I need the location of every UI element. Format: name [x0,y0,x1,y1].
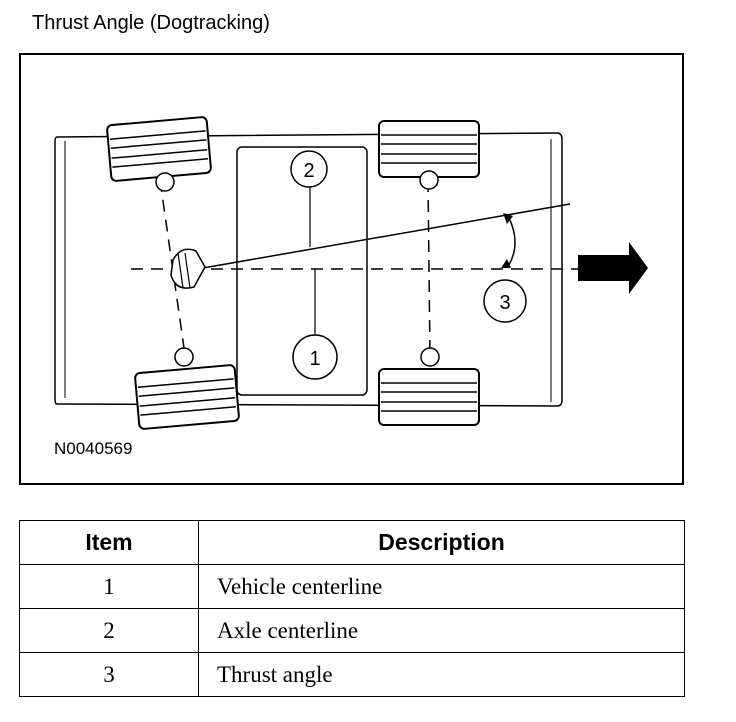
table-row: 2 Axle centerline [19,608,685,653]
angle-arc [508,217,516,266]
legend-header-row: Item Description [19,520,685,565]
svg-text:2: 2 [303,160,314,182]
header-item: Item [19,520,199,565]
row-item: 3 [19,652,199,697]
differential [170,248,206,289]
row-item: 1 [19,564,199,609]
row-description: Axle centerline [198,608,685,653]
diagram-frame: 2 1 3 N0040569 [19,53,684,485]
vehicle-body-outline [54,132,563,407]
header-description: Description [198,520,685,565]
rear-right-tire [133,363,241,431]
callout-1: 1 [292,334,338,380]
thrust-line [202,203,571,269]
rear-left-tire [105,115,213,183]
row-description: Vehicle centerline [198,564,685,609]
legend-table: Item Description 1 Vehicle centerline 2 … [19,520,685,697]
callout-3: 3 [483,279,527,323]
front-axle-line [427,179,431,358]
table-row: 1 Vehicle centerline [19,564,685,609]
front-left-tire [378,120,480,178]
direction-arrow [578,242,648,294]
front-right-tire [378,368,480,426]
callout-2: 2 [290,150,328,188]
figure-reference-code: N0040569 [54,439,133,458]
table-row: 3 Thrust angle [19,652,685,697]
svg-text:1: 1 [309,348,320,370]
svg-text:3: 3 [499,292,510,314]
page-title: Thrust Angle (Dogtracking) [32,12,270,34]
row-description: Thrust angle [198,652,685,697]
row-item: 2 [19,608,199,653]
vehicle-cabin [236,146,368,396]
thrust-angle-diagram: 2 1 3 [54,115,648,431]
